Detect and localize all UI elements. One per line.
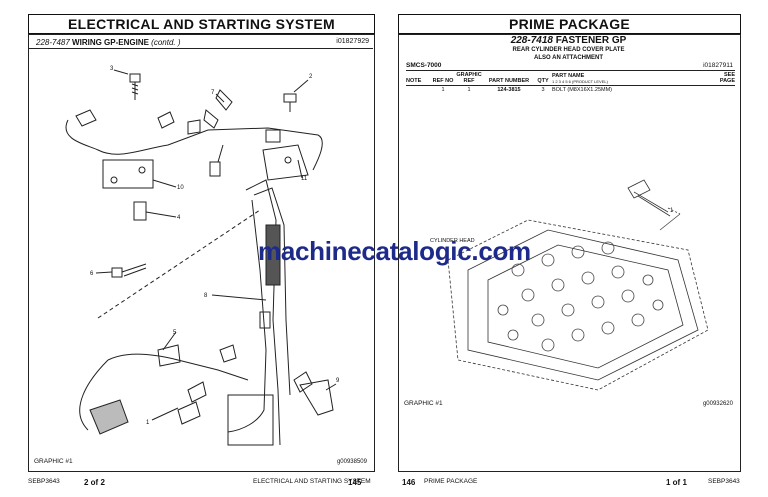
title-number: 228-7418 xyxy=(510,35,553,46)
callout-10: 10 xyxy=(177,185,184,191)
row-graphic: 1 xyxy=(467,87,471,93)
left-subtitle-id: i01827929 xyxy=(336,38,369,45)
subtitle-contd: (contd. ) xyxy=(151,38,181,47)
row-ref: 1 xyxy=(441,87,445,93)
cylinder-head-diagram: 1 CYLINDER HEAD xyxy=(430,179,709,391)
right-footer-section: PRIME PACKAGE xyxy=(424,478,478,485)
header-note: NOTE xyxy=(406,78,422,84)
left-banner: ELECTRICAL AND STARTING SYSTEM xyxy=(28,14,375,34)
callout-11: 11 xyxy=(301,176,308,182)
table-header: NOTE REF NO GRAPHIC REF PART NUMBER QTY … xyxy=(406,72,735,86)
title-line2: REAR CYLINDER HEAD COVER PLATE xyxy=(512,47,625,53)
callout-4: 4 xyxy=(177,215,181,221)
header-name: PART NAME xyxy=(552,73,585,79)
left-footer-of: 2 of 2 xyxy=(84,478,105,487)
left-page: ELECTRICAL AND STARTING SYSTEM 228-7487 … xyxy=(28,0,375,497)
right-banner: PRIME PACKAGE xyxy=(398,14,741,34)
left-subtitle: 228-7487 WIRING GP-ENGINE (contd. ) xyxy=(36,38,181,47)
bolt-head-3 xyxy=(129,73,141,83)
row-note xyxy=(406,87,432,93)
header-name-cell: PART NAME 1 2 3 4 5 6 (PRODUCT LEVEL) xyxy=(552,73,713,84)
callout-3: 3 xyxy=(110,66,114,72)
header-name-sub: 1 2 3 4 5 6 (PRODUCT LEVEL) xyxy=(552,79,608,84)
table-top-rule xyxy=(406,70,735,71)
title-text: FASTENER GP xyxy=(555,35,627,46)
wiring-diagram: 3 2 7 10 4 6 8 5 1 9 11 xyxy=(65,66,340,446)
watermark: machinecatalogic.com xyxy=(258,236,531,266)
callout-1: 1 xyxy=(146,420,150,426)
callout-8: 8 xyxy=(204,293,208,299)
right-callout-1: 1 xyxy=(670,208,674,214)
left-graphic-label: GRAPHIC #1 xyxy=(34,458,73,465)
callout-2: 2 xyxy=(309,74,313,80)
right-graphic-label: GRAPHIC #1 xyxy=(404,400,443,407)
cylinder-head-label: CYLINDER HEAD xyxy=(430,238,475,244)
callout-9: 9 xyxy=(336,378,340,384)
header-ref: REF NO xyxy=(432,78,454,84)
callout-6: 6 xyxy=(90,271,94,277)
parts-table: NOTE REF NO GRAPHIC REF PART NUMBER QTY … xyxy=(406,72,735,93)
right-page: PRIME PACKAGE 228-7418 FASTENER GP REAR … xyxy=(398,0,741,497)
callout-7: 7 xyxy=(211,90,215,96)
left-footer-section: ELECTRICAL AND STARTING SYSTEM xyxy=(253,478,371,485)
row-qty: 3 xyxy=(541,87,545,93)
subtitle-number: 228-7487 xyxy=(36,38,70,47)
header-qty: QTY xyxy=(537,78,549,84)
left-footer-doc: SEBP3643 xyxy=(28,478,60,485)
right-footer-of: 1 of 1 xyxy=(666,478,687,487)
right-footer-doc: SEBP3643 xyxy=(708,478,740,485)
table-row: 1 1 124-3815 3 BOLT (M8X16X1.25MM) xyxy=(406,86,735,93)
header-part: PART NUMBER xyxy=(488,78,530,84)
right-frame xyxy=(398,34,741,472)
left-graphic-id: g00938509 xyxy=(336,459,367,465)
left-footer-page: 145 xyxy=(348,478,362,487)
title-line3: ALSO AN ATTACHMENT xyxy=(534,55,603,61)
row-see xyxy=(713,87,735,93)
left-frame xyxy=(28,34,375,472)
row-name: BOLT (M8X16X1.25MM) xyxy=(552,87,613,93)
callout-5: 5 xyxy=(173,330,177,336)
left-divider xyxy=(28,48,373,49)
row-part[interactable]: 124-3815 xyxy=(497,87,521,93)
header-graphic: GRAPHIC REF xyxy=(456,72,482,84)
model-label: SMCS-7000 xyxy=(406,62,442,69)
model-id: i01827911 xyxy=(703,62,733,69)
header-see: SEE PAGE xyxy=(719,72,735,84)
subtitle-text: WIRING GP-ENGINE xyxy=(72,38,149,47)
right-title: 228-7418 FASTENER GP xyxy=(398,35,739,46)
right-graphic-id: g00932620 xyxy=(702,401,733,407)
right-footer-page: 146 xyxy=(402,478,416,487)
